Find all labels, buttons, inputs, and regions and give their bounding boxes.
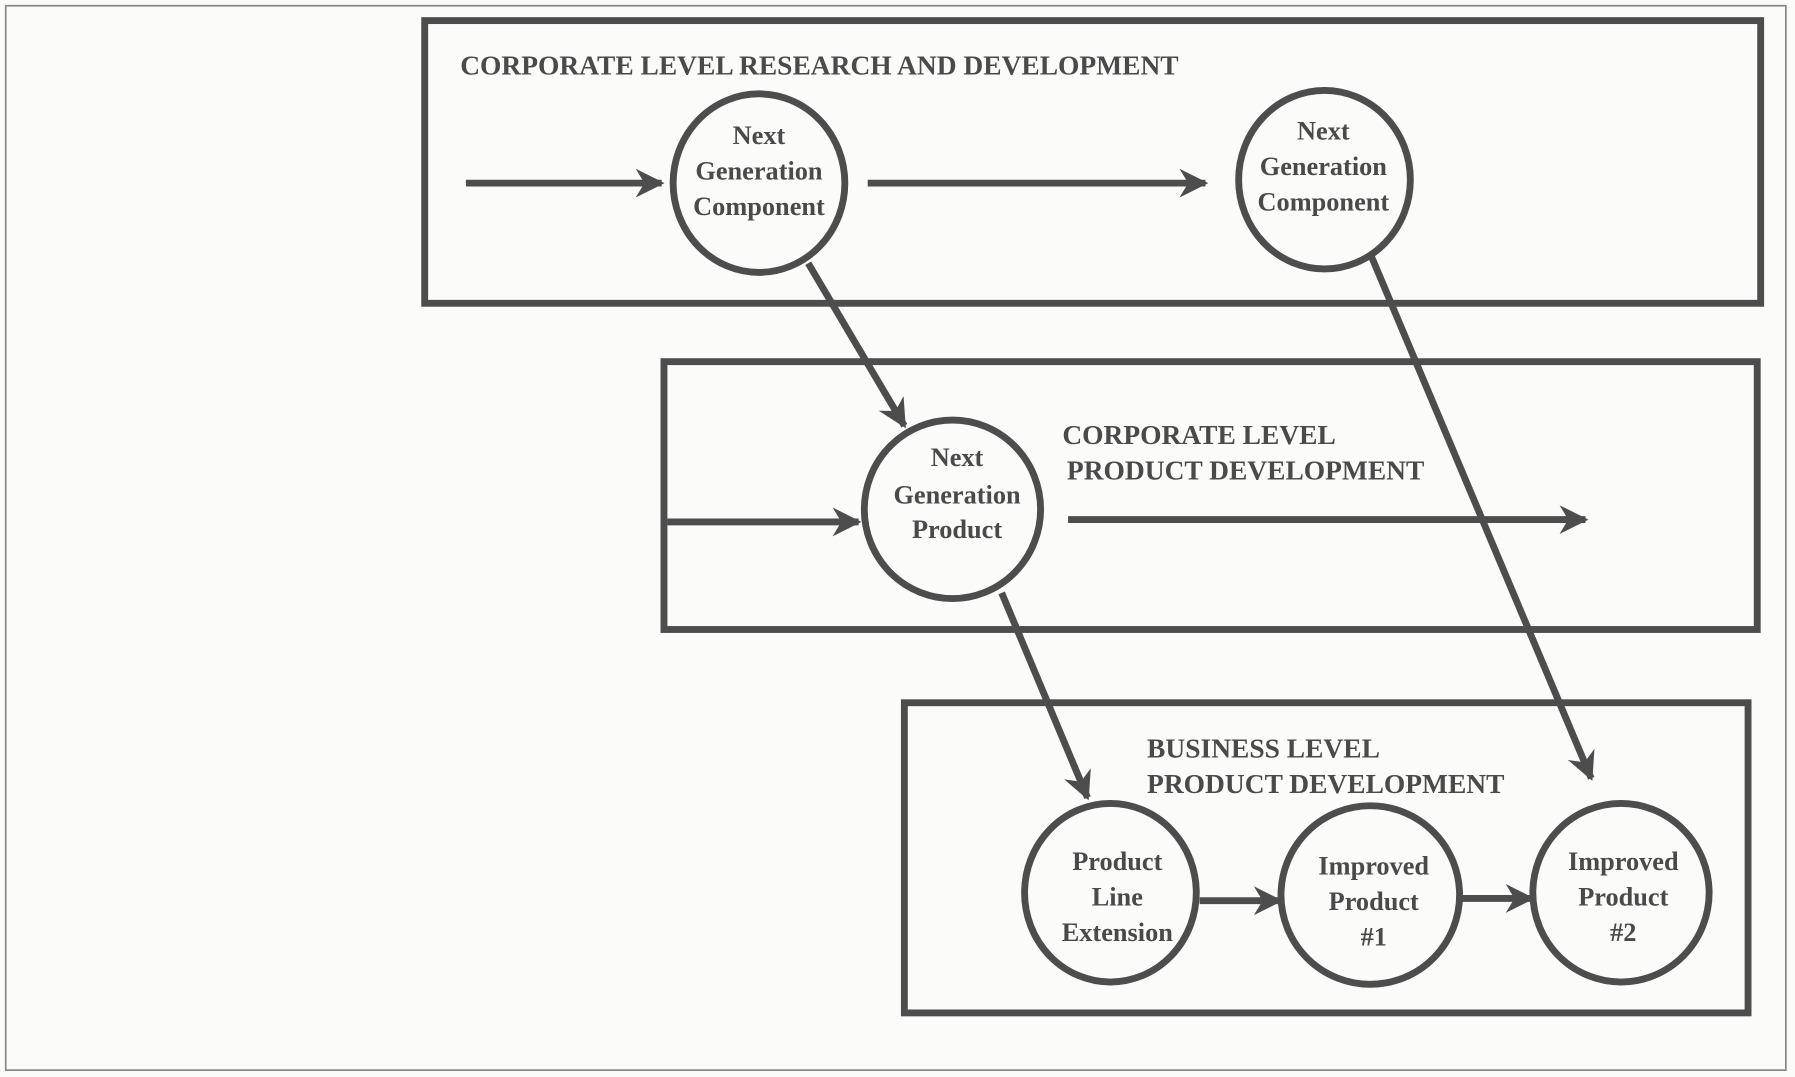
node-product-line1: Next [931,443,984,472]
node-component2-circle [1235,86,1414,273]
research-level-box [421,17,1765,307]
node-improved2-line2: Product [1578,882,1668,911]
node-extension-line3: Extension [1062,918,1173,947]
node-product-line3: Product [912,515,1002,544]
node-component2-line3: Component [1258,188,1390,217]
business-product-title-line1: BUSINESS LEVEL [1147,734,1380,764]
corporate-product-title-line2: PRODUCT DEVELOPMENT [1067,456,1424,486]
arrow-component1-to-product [805,261,908,429]
node-component1-line3: Component [693,192,825,221]
node-extension-circle [1021,800,1200,986]
corporate-product-title-line1: CORPORATE LEVEL [1062,420,1335,450]
node-improved1-line2: Product [1329,887,1419,916]
node-component1-line2: Generation [695,157,823,186]
node-product-line2: Generation [893,481,1021,510]
node-improved1-circle [1277,802,1464,988]
node-extension-line1: Product [1072,847,1162,876]
node-component2-line1: Next [1297,117,1350,146]
corporate-product-level-box [660,358,1761,633]
arrow-component2-to-improved2 [1364,247,1595,781]
node-extension-line2: Line [1092,882,1143,911]
node-component1-line1: Next [733,121,786,150]
research-level-title: CORPORATE LEVEL RESEARCH AND DEVELOPMENT [460,50,1178,80]
node-improved1-line1: Improved [1318,851,1429,880]
node-component1-circle [669,90,849,276]
node-improved2-circle [1529,800,1713,986]
node-improved2-line3: #2 [1610,918,1636,947]
node-component2-line2: Generation [1260,152,1388,181]
node-improved2-line1: Improved [1568,847,1679,876]
arrow-product-to-extension [998,591,1091,801]
business-product-level-box [900,699,1752,1017]
outer-frame [4,4,1787,1071]
node-product-circle [860,416,1045,603]
business-product-title-line2: PRODUCT DEVELOPMENT [1147,769,1504,799]
node-improved1-line3: #1 [1361,922,1387,951]
